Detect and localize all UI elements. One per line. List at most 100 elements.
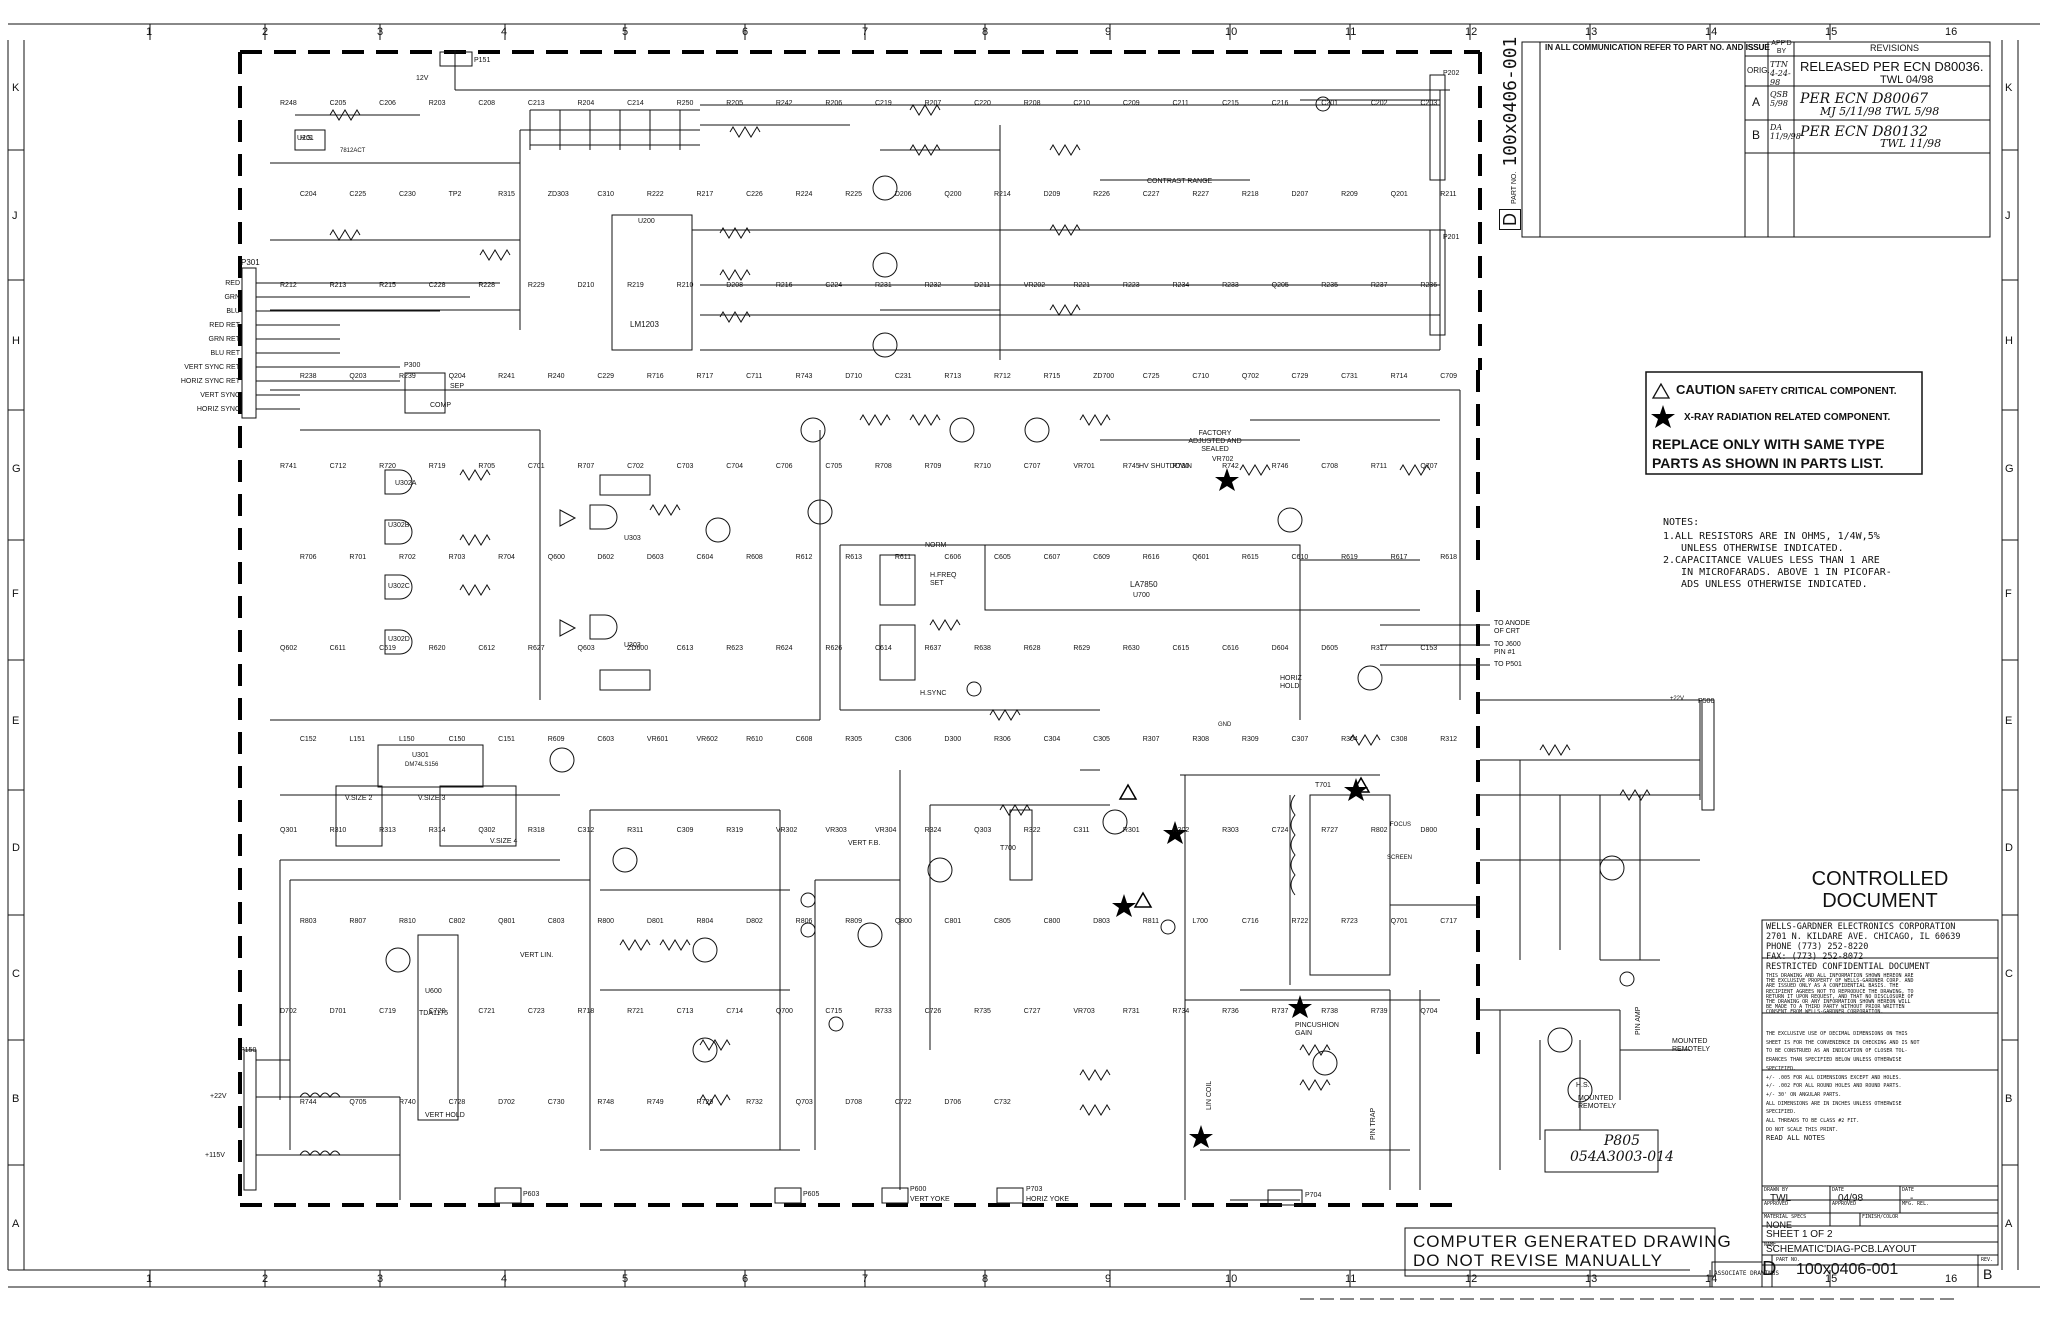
drawn-by: TWL bbox=[1770, 1193, 1792, 1204]
p301-pin: BLU RET bbox=[210, 350, 240, 357]
revision-issue: ORIG. bbox=[1747, 66, 1770, 75]
col-label: 15 bbox=[1825, 1273, 1838, 1285]
tolerance-line: DO NOT SCALE THIS PRINT. bbox=[1766, 1126, 1839, 1133]
company-line: WELLS-GARDNER ELECTRONICS CORPORATION bbox=[1766, 922, 1956, 932]
row-label: B bbox=[12, 1093, 20, 1105]
connector-p603: P603 bbox=[523, 1191, 540, 1198]
drawn-date: 04/98 bbox=[1838, 1193, 1864, 1204]
col-label: 2 bbox=[262, 1273, 269, 1285]
ic-u201-name: 7812ACT bbox=[340, 148, 366, 154]
ic-u302c: U302C bbox=[388, 583, 410, 590]
tolerance-line: +/- .002 FOR ALL ROUND HOLES AND ROUND P… bbox=[1766, 1083, 1902, 1090]
drawn-by-label: DRAWN BY bbox=[1764, 1187, 1789, 1193]
restricted-line: THE DRAWING OR ANY INFORMATION SHOWN HER… bbox=[1766, 999, 1911, 1006]
col-label: 6 bbox=[742, 26, 749, 38]
tolerance-line: SPECIFIED. bbox=[1766, 1109, 1797, 1116]
col-label: 11 bbox=[1345, 26, 1357, 38]
col-label: 2 bbox=[262, 26, 269, 38]
connector-p500: P500 bbox=[1698, 698, 1715, 705]
caution-line-1: CAUTION SAFETY CRITICAL COMPONENT. bbox=[1676, 382, 1897, 397]
revisions-header: REVISIONS bbox=[1870, 43, 1920, 53]
pin-trap-label: PIN TRAP bbox=[1370, 1107, 1377, 1140]
vertical-part-value: 100x0406-001 bbox=[1500, 36, 1521, 167]
revision-issue: A bbox=[1752, 95, 1761, 109]
controlled-document: CONTROLLED DOCUMENT bbox=[1764, 868, 1996, 912]
p301-pin: HORIZ SYNC bbox=[196, 406, 240, 413]
connector-p202: P202 bbox=[1443, 70, 1460, 77]
ic-u201: U201 bbox=[297, 135, 314, 142]
note-line: ADS UNLESS OTHERWISE INDICATED. bbox=[1663, 579, 1868, 590]
controlled-line-1: CONTROLLED bbox=[1811, 868, 1949, 890]
to-p501-label: TO P501 bbox=[1494, 661, 1522, 668]
computer-generated-note: COMPUTER GENERATED DRAWING DO NOT REVISE… bbox=[1413, 1232, 1732, 1270]
col-label: 10 bbox=[1225, 1273, 1238, 1285]
row-label: D bbox=[2005, 842, 2013, 854]
p301-pin: HORIZ SYNC RET bbox=[180, 378, 240, 385]
col-label: 9 bbox=[1105, 26, 1112, 38]
col-label: 8 bbox=[982, 26, 989, 38]
computer-note-line: DO NOT REVISE MANUALLY bbox=[1413, 1251, 1663, 1270]
gnd-label: GND bbox=[1218, 722, 1232, 728]
approved-label-2: APPROVED bbox=[1832, 1201, 1857, 1207]
revision-text-2: TWL 04/98 bbox=[1880, 74, 1934, 86]
p500-voltage: +22V bbox=[1669, 696, 1684, 702]
revision-appd: QSB 5/98 bbox=[1770, 90, 1788, 109]
part-number: 100x0406-001 bbox=[1796, 1261, 1899, 1278]
row-label: J bbox=[2005, 210, 2011, 222]
col-label: 14 bbox=[1705, 26, 1718, 38]
row-label: E bbox=[12, 715, 20, 727]
row-label: G bbox=[12, 463, 21, 475]
col-label: 1 bbox=[146, 1273, 153, 1285]
restricted-body: THIS DRAWING AND ALL INFORMATION SHOWN H… bbox=[1766, 973, 1914, 1016]
col-label: 13 bbox=[1585, 26, 1598, 38]
connector-p301: P301 bbox=[241, 258, 260, 267]
p151-voltage: 12V bbox=[416, 75, 429, 82]
ic-u302a: U302A bbox=[395, 480, 417, 487]
notes-title: NOTES: bbox=[1663, 517, 1700, 528]
connector-p150: P150 bbox=[240, 1047, 257, 1054]
ic-u302b: U302B bbox=[388, 522, 410, 529]
finish-label: FINISH/COLOR bbox=[1862, 1214, 1899, 1220]
vsize2-label: V.SIZE 2 bbox=[345, 795, 373, 802]
rev-label: REV. bbox=[1981, 1257, 1994, 1263]
tolerance-line: +/- .005 FOR ALL DIMENSIONS EXCEPT AND H… bbox=[1766, 1074, 1902, 1081]
revision-text: PER ECN D80132 bbox=[1800, 124, 1929, 140]
vsize4-label: V.SIZE 4 bbox=[490, 838, 518, 845]
restricted-line: CONSENT FROM WELLS-GARDNER CORPORATION. bbox=[1766, 1009, 1884, 1016]
p150-22v: +22V bbox=[210, 1093, 227, 1100]
ic-u700-name: LA7850 bbox=[1130, 580, 1158, 589]
controlled-line-2: DOCUMENT bbox=[1822, 890, 1938, 912]
caution-line-3: REPLACE ONLY WITH SAME TYPE bbox=[1652, 436, 1885, 452]
hv-shutdown-label: HV SHUTDOWN bbox=[1139, 463, 1192, 470]
ic-u301-name: DM74LS156 bbox=[405, 762, 439, 768]
row-label: A bbox=[2005, 1218, 2013, 1230]
p301-pin: GRN RET bbox=[208, 336, 241, 343]
company-line: PHONE (773) 252-8220 bbox=[1766, 942, 1869, 952]
col-label: 12 bbox=[1465, 1273, 1478, 1285]
col-label: 7 bbox=[862, 1273, 869, 1285]
vertical-part-label: PART NO. bbox=[1511, 171, 1518, 204]
col-label: 15 bbox=[1825, 26, 1838, 38]
t700-label: T700 bbox=[1000, 845, 1016, 852]
col-label: 1 bbox=[146, 26, 153, 38]
part-label: PART NO. bbox=[1776, 1257, 1801, 1263]
p301-pin: VERT SYNC bbox=[200, 392, 240, 399]
row-label: F bbox=[2005, 588, 2012, 600]
tolerance-line: ALL DIMENSIONS ARE IN INCHES UNLESS OTHE… bbox=[1766, 1100, 1902, 1107]
sheet-number: SHEET 1 OF 2 bbox=[1766, 1229, 1833, 1240]
vert-hold-label: VERT HOLD bbox=[425, 1112, 465, 1119]
caution-line-4: PARTS AS SHOWN IN PARTS LIST. bbox=[1652, 455, 1884, 471]
norm-label: NORM bbox=[925, 542, 947, 549]
sep-label: SEP bbox=[450, 383, 465, 390]
associate-drawings: ASSOCIATE DRAWINGS bbox=[1714, 1270, 1780, 1277]
hs-label: H.S. bbox=[1576, 1082, 1590, 1089]
row-label: H bbox=[12, 335, 20, 347]
tolerance-line: +/- 30' ON ANGULAR PARTS. bbox=[1766, 1091, 1842, 1098]
company-line: 2701 N. KILDARE AVE. CHICAGO, IL 60639 bbox=[1766, 932, 1961, 942]
row-label: F bbox=[12, 588, 19, 600]
tolerance-line: ALL THREADS TO BE CLASS #2 FIT. bbox=[1766, 1118, 1860, 1125]
tolerance-line: THE EXCLUSIVE USE OF DECIMAL DIMENSIONS … bbox=[1766, 1031, 1908, 1037]
contrast-label: CONTRAST RANGE bbox=[1147, 178, 1213, 185]
connector-p600: P600 bbox=[910, 1186, 927, 1193]
